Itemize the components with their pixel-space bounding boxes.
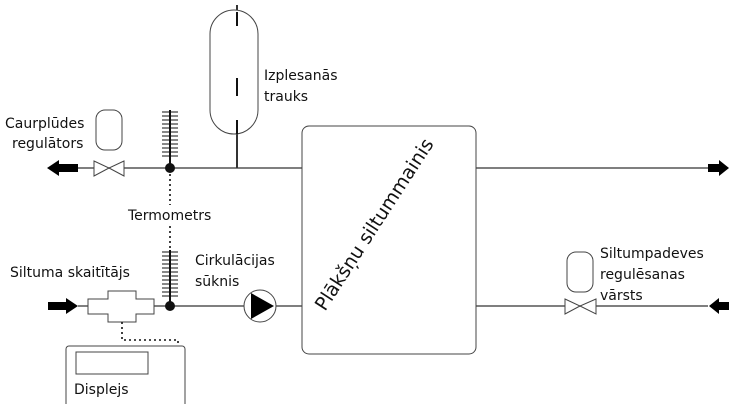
heat-meter-signal-line xyxy=(121,322,179,346)
supply-valve-label-line2: regulēsanas xyxy=(600,267,685,283)
flow-regulator-label-line2: regulātors xyxy=(12,136,83,152)
pump-label-line1: Cirkulācijas xyxy=(195,253,275,269)
expansion-tank-label-line1: Izplesanās xyxy=(264,68,338,84)
pump-impeller xyxy=(251,293,274,319)
thermometer-bottom xyxy=(162,250,178,306)
thermometer-bottom-sensor xyxy=(165,301,175,311)
display-label: Displejs xyxy=(74,382,129,398)
flow-regulator-actuator xyxy=(95,109,123,151)
flow-regulator-valve xyxy=(93,160,125,177)
heat-meter-body xyxy=(87,290,155,323)
display-screen xyxy=(75,351,149,375)
thermometer-top-sensor xyxy=(165,163,175,173)
arrow-bottom-left-inflow xyxy=(48,298,78,314)
expansion-tank xyxy=(209,9,259,135)
expansion-tank-body xyxy=(209,9,259,135)
thermometers-label: Termometrs xyxy=(127,208,211,224)
supply-valve-label-line1: Siltumpadeves xyxy=(600,246,704,262)
pump-label-line2: sūknis xyxy=(195,274,239,290)
supply-valve-actuator xyxy=(566,251,594,293)
thermometer-top xyxy=(162,110,178,168)
heat-exchanger-box xyxy=(301,125,477,355)
supply-valve-label-line3: vārsts xyxy=(600,288,643,304)
arrow-top-right-outflow xyxy=(708,160,729,176)
flow-regulator-label-line1: Caurplūdes xyxy=(5,116,84,132)
arrow-top-left-outflow xyxy=(47,160,78,176)
heat-meter-label: Siltuma skaitītājs xyxy=(10,265,130,281)
supply-valve xyxy=(564,298,597,315)
expansion-tank-label-line2: trauks xyxy=(264,89,308,105)
arrow-bottom-right-inflow xyxy=(709,298,729,314)
